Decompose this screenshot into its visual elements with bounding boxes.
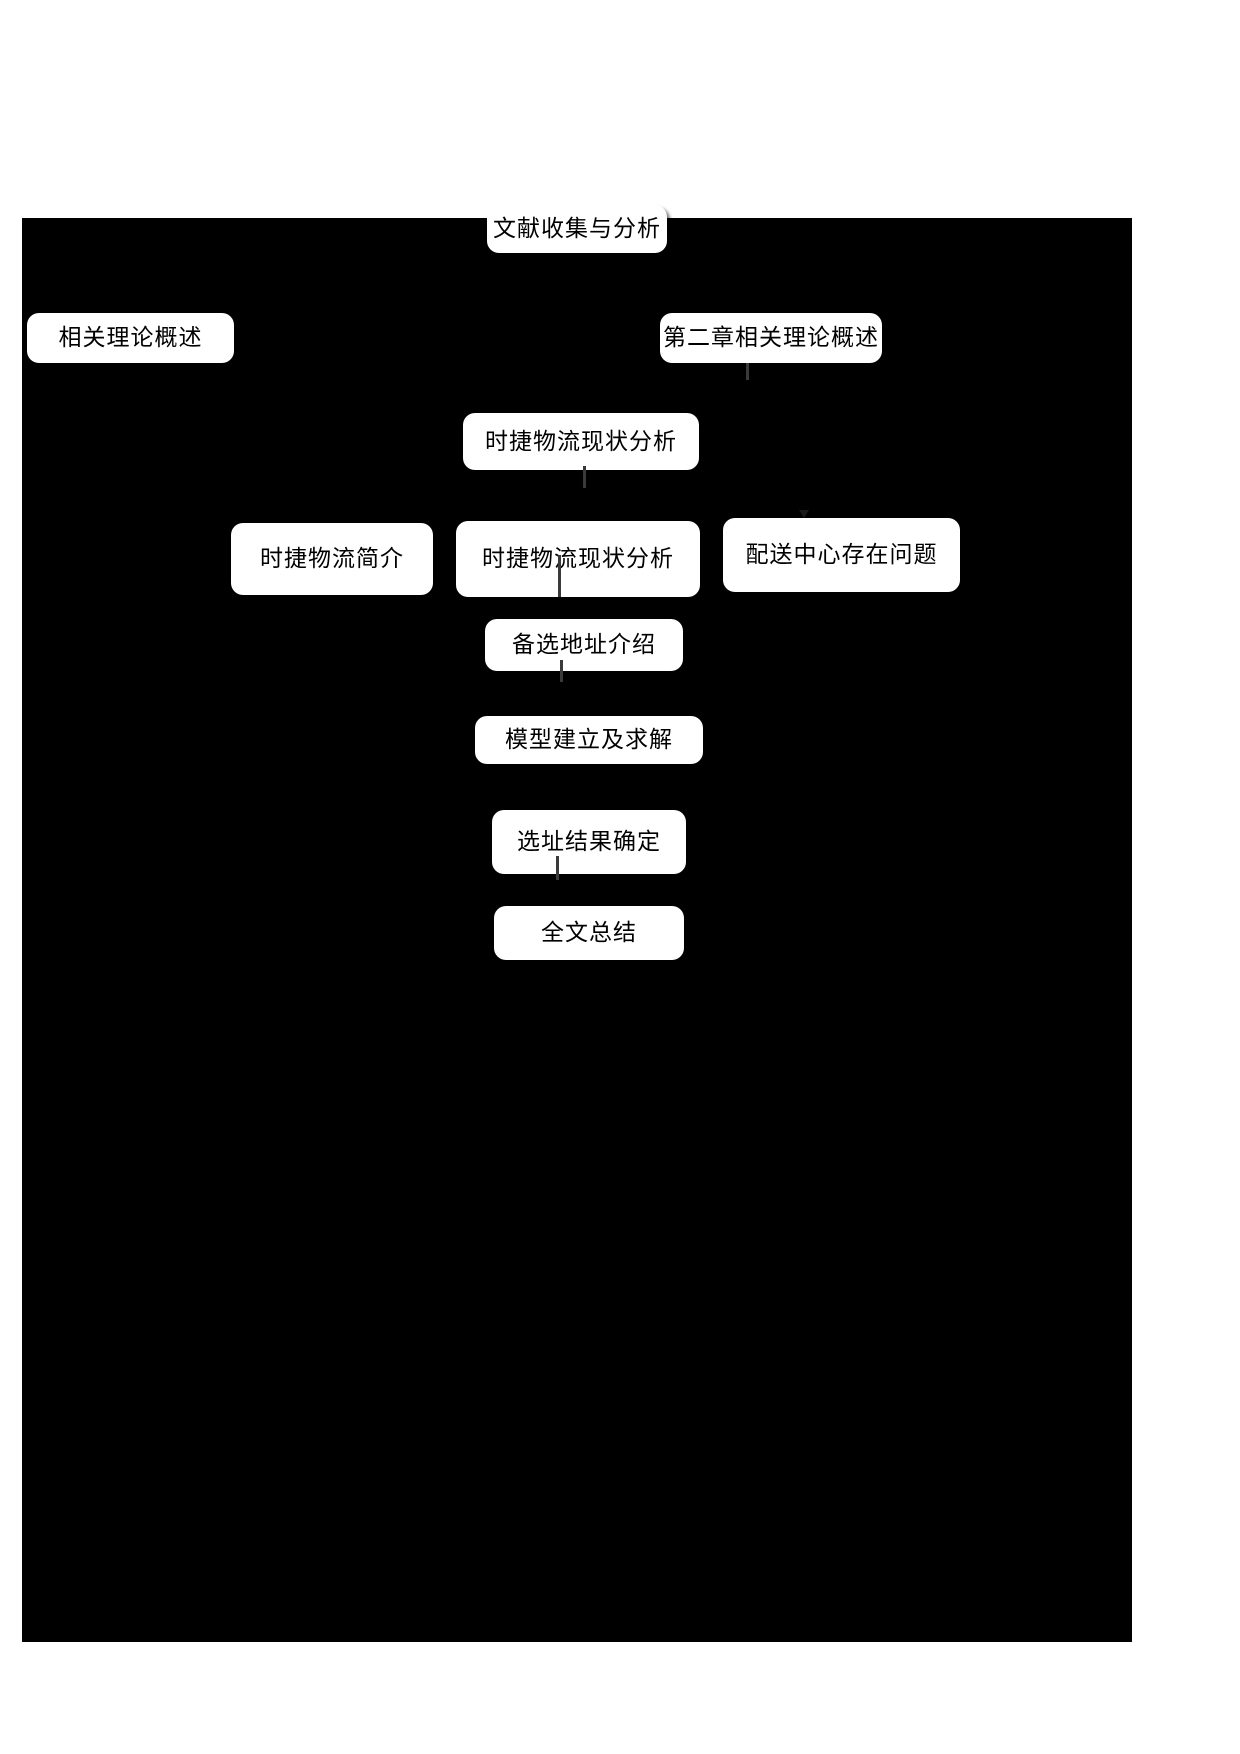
node-literature-collection-analysis[interactable]: 文献收集与分析 [487,205,667,253]
node-label: 全文总结 [541,920,637,946]
connector-status-analysis-down [583,466,586,488]
node-label: 配送中心存在问题 [745,542,938,568]
node-site-selection-result[interactable]: 选址结果确定 [492,810,686,874]
node-label: 选址结果确定 [517,829,661,855]
node-label: 时捷物流简介 [260,546,404,572]
node-model-building-solving[interactable]: 模型建立及求解 [475,716,703,764]
node-related-theory-overview[interactable]: 相关理论概述 [27,313,234,363]
node-label: 时捷物流现状分析 [482,546,674,572]
node-shijie-logistics-intro[interactable]: 时捷物流简介 [231,523,433,595]
node-label: 备选地址介绍 [512,632,656,658]
node-label: 相关理论概述 [58,325,203,351]
node-candidate-address-intro[interactable]: 备选地址介绍 [485,619,683,671]
node-label: 文献收集与分析 [493,216,661,242]
connector-status-analysis-mid-down [558,555,561,597]
node-shijie-logistics-status-analysis[interactable]: 时捷物流现状分析 [456,521,700,597]
node-label: 时捷物流现状分析 [485,428,677,454]
node-full-text-summary[interactable]: 全文总结 [494,906,684,960]
node-shijie-logistics-status-analysis-top[interactable]: 时捷物流现状分析 [463,413,699,470]
connector-candidate-address-down [560,660,563,682]
arrow-to-distribution-center-problems [799,510,809,518]
node-distribution-center-problems[interactable]: 配送中心存在问题 [723,518,960,592]
connector-site-selection-down [556,856,559,880]
node-label: 第二章相关理论概述 [663,325,879,351]
node-label: 模型建立及求解 [505,727,673,753]
node-chapter2-related-theory-overview[interactable]: 第二章相关理论概述 [660,313,882,363]
connector-chapter2-down [746,363,749,380]
